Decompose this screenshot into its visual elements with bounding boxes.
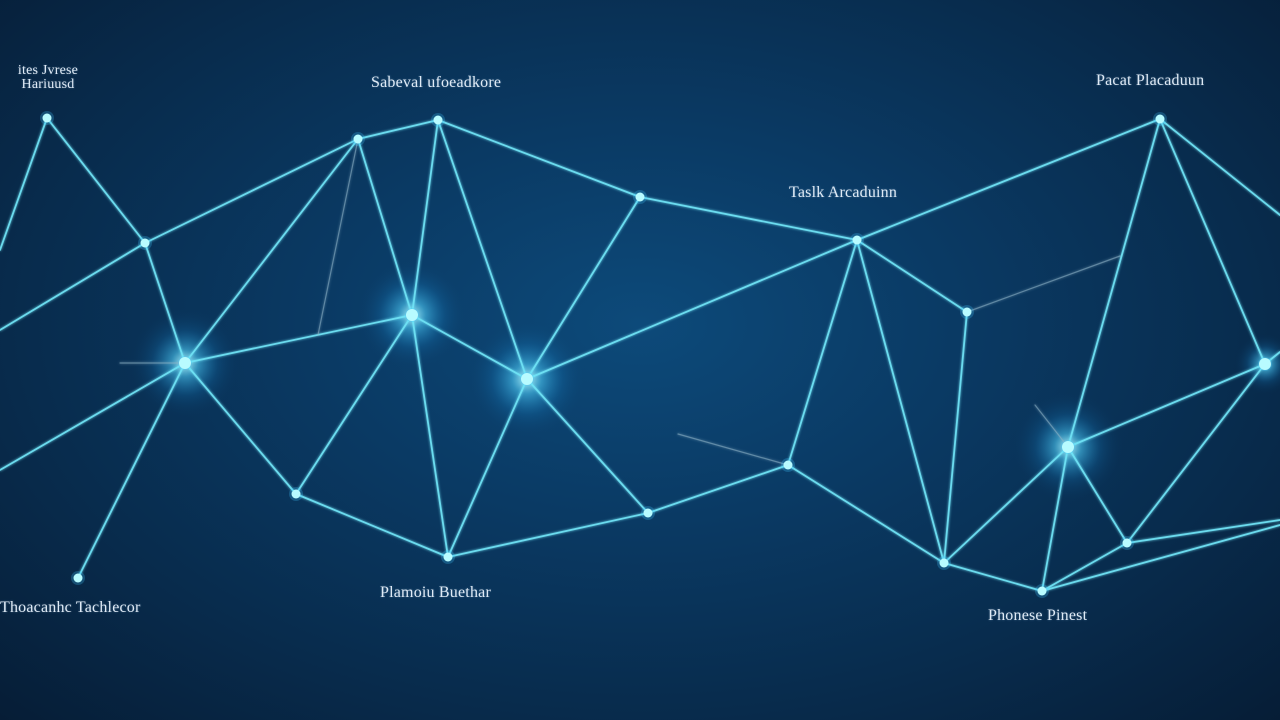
network-edge xyxy=(526,196,641,380)
network-node xyxy=(73,573,83,583)
network-node xyxy=(42,113,52,123)
network-edge xyxy=(411,119,439,316)
network-edge xyxy=(856,118,1161,241)
label-top-left-line2: Hariuusd xyxy=(21,77,75,92)
network-node xyxy=(939,558,949,568)
network-edge xyxy=(184,314,413,364)
network-node xyxy=(1062,441,1074,453)
network-edge xyxy=(0,117,48,251)
network-edge xyxy=(526,378,649,514)
network-node xyxy=(635,192,645,202)
network-node xyxy=(783,460,793,470)
network-edge xyxy=(144,138,359,244)
network-edge xyxy=(787,239,858,466)
network-edge xyxy=(943,562,1043,592)
network-edge xyxy=(0,242,146,331)
network-edge xyxy=(295,493,449,558)
network-edge xyxy=(647,464,789,514)
network-edge xyxy=(357,119,439,140)
network-edge xyxy=(77,362,186,579)
network-edge-faint xyxy=(1034,404,1069,448)
network-node xyxy=(962,307,972,317)
node-glow xyxy=(1235,334,1280,394)
network-node xyxy=(433,115,443,125)
network-edge xyxy=(856,239,968,313)
label-bottom-left: Thoacanhc Tachlecor xyxy=(0,599,141,616)
node-glows xyxy=(130,260,1280,502)
network-node xyxy=(1155,114,1165,124)
network-node xyxy=(1259,358,1271,370)
network-edge xyxy=(1067,446,1128,544)
network-node xyxy=(443,552,453,562)
network-edge xyxy=(295,314,413,495)
network-edge xyxy=(357,138,413,316)
network-edge xyxy=(46,117,146,244)
network-edge xyxy=(943,311,968,564)
network-node xyxy=(406,309,418,321)
label-top-left: ites Jvrese Hariuusd xyxy=(8,64,88,92)
label-top-left-line1: ites Jvrese xyxy=(17,63,79,78)
network-node xyxy=(521,373,533,385)
network-edge-faint xyxy=(677,433,789,466)
network-edge xyxy=(411,314,528,380)
network-edge xyxy=(639,196,858,241)
network-edge xyxy=(1159,118,1280,216)
network-node xyxy=(353,134,363,144)
network-edge xyxy=(411,314,449,558)
network-edge xyxy=(447,512,649,558)
network-node xyxy=(643,508,653,518)
network-node xyxy=(1122,538,1132,548)
network-edge xyxy=(184,138,359,364)
network-edge xyxy=(1067,118,1161,448)
label-bottom-center: Plamoiu Buethar xyxy=(380,584,491,601)
network-edge xyxy=(1041,542,1128,592)
network-edge xyxy=(1159,118,1266,365)
network-edge-faint xyxy=(966,255,1121,313)
network-edge xyxy=(943,446,1069,564)
network-edge xyxy=(1067,363,1266,448)
network-edge xyxy=(0,362,186,471)
network-edge xyxy=(1126,363,1266,544)
network-edge xyxy=(526,239,858,380)
network-edge xyxy=(184,362,297,495)
network-edge xyxy=(447,378,528,558)
network-node xyxy=(291,489,301,499)
network-edge xyxy=(1126,519,1280,544)
network-node xyxy=(852,235,862,245)
label-bottom-right: Phonese Pinest xyxy=(988,607,1088,624)
label-middle-right: Taslk Arcaduinn xyxy=(789,184,898,201)
network-edge xyxy=(144,242,186,364)
network-node xyxy=(1037,586,1047,596)
network-edge xyxy=(1041,524,1280,592)
network-edge xyxy=(437,119,528,380)
network-edge-faint xyxy=(317,138,359,336)
label-top-right: Pacat Placaduun xyxy=(1096,72,1205,89)
network-node xyxy=(140,238,150,248)
label-top-center: Sabeval ufoeadkore xyxy=(371,74,502,91)
network-edges xyxy=(0,117,1280,592)
network-edge xyxy=(1041,446,1069,592)
network-node xyxy=(179,357,191,369)
network-edge xyxy=(856,239,945,564)
network-nodes xyxy=(40,111,1272,598)
network-edge xyxy=(787,464,945,564)
network-edge xyxy=(437,119,641,198)
